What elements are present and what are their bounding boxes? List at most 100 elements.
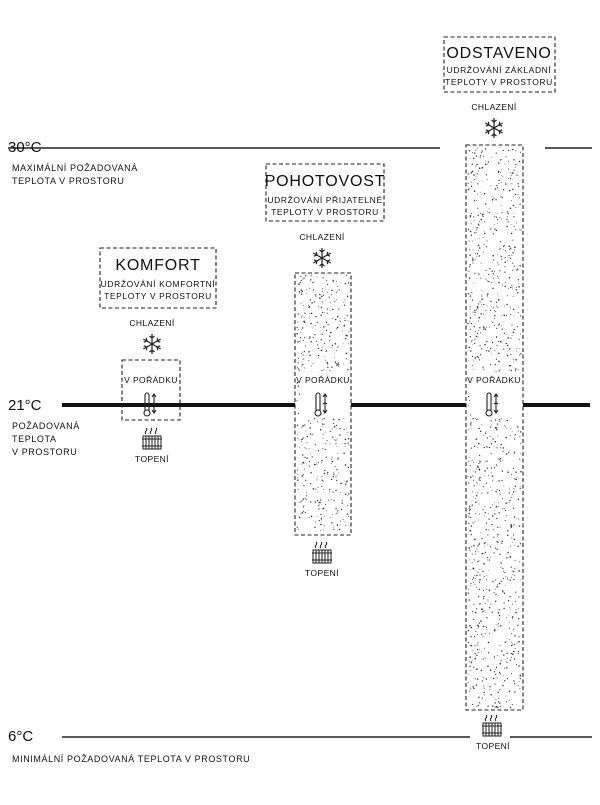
speckle-dot (480, 218, 483, 221)
speckle-dot (499, 526, 501, 528)
speckle-dot (512, 488, 514, 489)
speckle-dot (517, 279, 519, 281)
speckle-dot (470, 569, 471, 571)
speckle-dot (503, 332, 506, 334)
speckle-dot (487, 652, 490, 654)
speckle-dot (495, 699, 497, 701)
speckle-dot (487, 161, 490, 163)
speckle-dot (497, 277, 499, 279)
speckle-dot (470, 447, 472, 449)
speckle-dot (346, 513, 349, 515)
speckle-dot (489, 669, 492, 671)
speckle-dot (502, 447, 505, 449)
speckle-dot (315, 521, 317, 523)
speckle-dot (512, 188, 514, 191)
speckle-dot (509, 172, 511, 174)
speckle-dot (486, 460, 488, 462)
speckle-dot (482, 313, 484, 315)
speckle-dot (473, 678, 475, 680)
speckle-dot (469, 264, 471, 266)
speckle-dot (296, 434, 298, 436)
speckle-dot (518, 525, 521, 527)
speckle-dot (467, 189, 470, 191)
speckle-dot (331, 458, 333, 460)
speckle-dot (499, 241, 501, 243)
speckle-dot (476, 574, 478, 577)
speckle-dot (495, 579, 497, 581)
speckle-dot (506, 677, 509, 680)
speckle-dot (504, 266, 506, 268)
speckle-dot (513, 438, 516, 440)
speckle-dot (485, 203, 487, 205)
speckle-dot (498, 489, 501, 492)
speckle-dot (512, 507, 515, 509)
speckle-dot (297, 528, 299, 530)
speckle-dot (326, 349, 328, 351)
speckle-dot (300, 513, 302, 515)
speckle-dot (496, 624, 498, 626)
speckle-dot (314, 501, 316, 503)
speckle-dot (304, 312, 305, 314)
speckle-dot (475, 611, 477, 614)
speckle-dot (468, 360, 470, 362)
speckle-dot (489, 426, 492, 428)
speckle-dot (519, 203, 521, 205)
speckle-dot (473, 618, 475, 621)
speckle-dot (472, 461, 474, 464)
speckle-dot (475, 253, 477, 255)
speckle-dot (340, 520, 342, 522)
speckle-dot (513, 315, 515, 317)
speckle-dot (483, 647, 485, 649)
speckle-dot (509, 308, 511, 310)
speckle-dot (470, 645, 473, 647)
speckle-dot (318, 462, 320, 464)
speckle-dot (302, 474, 304, 476)
speckle-dot (470, 583, 472, 585)
speckle-dot (515, 368, 517, 370)
speckle-dot (514, 369, 517, 371)
speckle-dot (498, 614, 501, 617)
radiator-icon (311, 541, 333, 564)
speckle-dot (297, 489, 299, 490)
speckle-dot (473, 558, 474, 560)
speckle-dot (484, 470, 486, 472)
speckle-dot (331, 366, 333, 368)
speckle-dot (331, 318, 333, 319)
speckle-dot (501, 328, 503, 330)
speckle-dot (506, 333, 507, 335)
speckle-dot (518, 570, 520, 572)
speckle-dot (476, 633, 478, 636)
speckle-dot (347, 438, 350, 440)
speckle-dot (519, 265, 521, 267)
speckle-dot (302, 510, 305, 512)
speckle-dot (474, 575, 475, 577)
speckle-dot (310, 472, 312, 474)
speckle-dot (348, 493, 350, 495)
speckle-dot (508, 699, 510, 701)
speckle-dot (481, 194, 482, 196)
speckle-dot (503, 577, 505, 579)
speckle-dot (520, 353, 522, 355)
speckle-dot (344, 282, 347, 285)
speckle-dot (514, 166, 516, 168)
speckle-dot (468, 400, 470, 401)
speckle-dot (345, 481, 347, 483)
speckle-dot (468, 515, 470, 517)
speckle-dot (515, 359, 517, 361)
speckle-dot (478, 569, 480, 571)
speckle-dot (520, 470, 522, 473)
speckle-dot (483, 546, 485, 548)
speckle-dot (304, 456, 306, 459)
speckle-dot (479, 579, 481, 581)
speckle-dot (517, 291, 519, 294)
speckle-dot (332, 491, 334, 493)
speckle-dot (323, 277, 324, 279)
speckle-dot (512, 616, 514, 618)
speckle-dot (510, 644, 513, 647)
speckle-dot (478, 468, 481, 471)
speckle-dot (494, 363, 496, 366)
speckle-dot (501, 470, 504, 472)
speckle-dot (485, 326, 488, 328)
speckle-dot (320, 349, 323, 352)
speckle-dot (483, 610, 485, 612)
